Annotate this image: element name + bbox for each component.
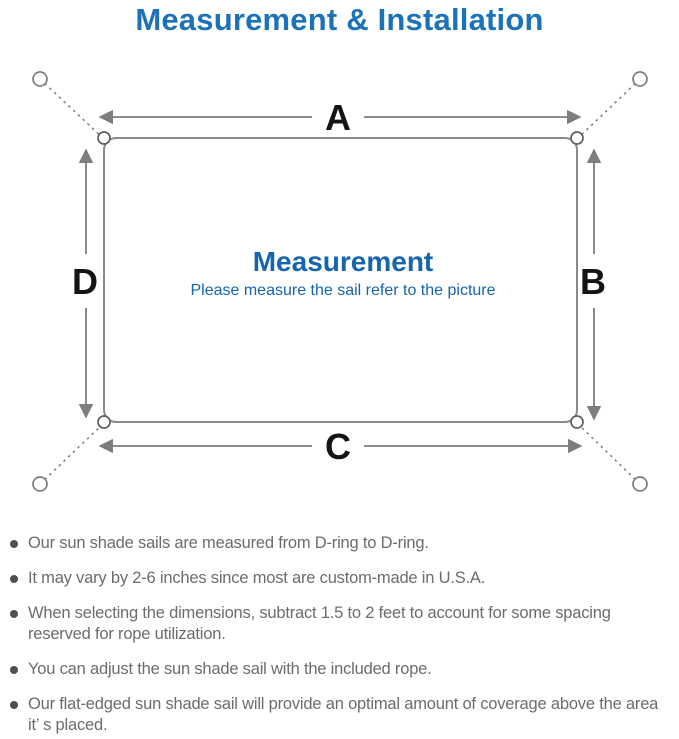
note-text: It may vary by 2-6 inches since most are… [28, 569, 486, 587]
rope-line-top-right [575, 78, 641, 141]
note-text: Our flat-edged sun shade sail will provi… [28, 695, 659, 734]
note-item: Our flat-edged sun shade sail will provi… [10, 694, 672, 736]
dimension-label-a: A [325, 97, 351, 138]
d-ring-icon-bottom-left [97, 415, 111, 429]
sail-outline [103, 137, 578, 423]
d-ring-icon-top-right [570, 131, 584, 145]
bullet-icon [10, 575, 18, 583]
note-text: You can adjust the sun shade sail with t… [28, 660, 432, 678]
anchor-ring-icon-bottom-right [632, 476, 648, 492]
notes-list: Our sun shade sails are measured from D-… [10, 533, 672, 739]
anchor-ring-icon-bottom-left [32, 476, 48, 492]
d-ring-icon-bottom-right [570, 415, 584, 429]
sail-measurement-diagram: A C D B Measurement Please measure the s… [0, 58, 679, 520]
rope-line-bottom-left [39, 421, 106, 485]
note-item: It may vary by 2-6 inches since most are… [10, 568, 672, 589]
note-item: You can adjust the sun shade sail with t… [10, 659, 672, 680]
note-text: When selecting the dimensions, subtract … [28, 604, 611, 643]
page-title: Measurement & Installation [135, 2, 544, 37]
note-text: Our sun shade sails are measured from D-… [28, 534, 429, 552]
diagram-canvas: A C D B Measurement Please measure the s… [32, 71, 648, 492]
dimension-label-c: C [325, 426, 351, 467]
bullet-icon [10, 610, 18, 618]
dimension-label-b: B [580, 261, 606, 302]
bullet-icon [10, 701, 18, 709]
note-item: Our sun shade sails are measured from D-… [10, 533, 672, 554]
anchor-ring-icon-top-right [632, 71, 648, 87]
dimension-label-d: D [72, 261, 98, 302]
bullet-icon [10, 540, 18, 548]
rope-line-top-left [39, 78, 106, 141]
bullet-icon [10, 666, 18, 674]
diagram-subheading: Please measure the sail refer to the pic… [190, 282, 495, 299]
anchor-ring-icon-top-left [32, 71, 48, 87]
note-item: When selecting the dimensions, subtract … [10, 603, 672, 645]
rope-line-bottom-right [575, 421, 641, 485]
d-ring-icon-top-left [97, 131, 111, 145]
diagram-heading: Measurement [253, 246, 434, 277]
